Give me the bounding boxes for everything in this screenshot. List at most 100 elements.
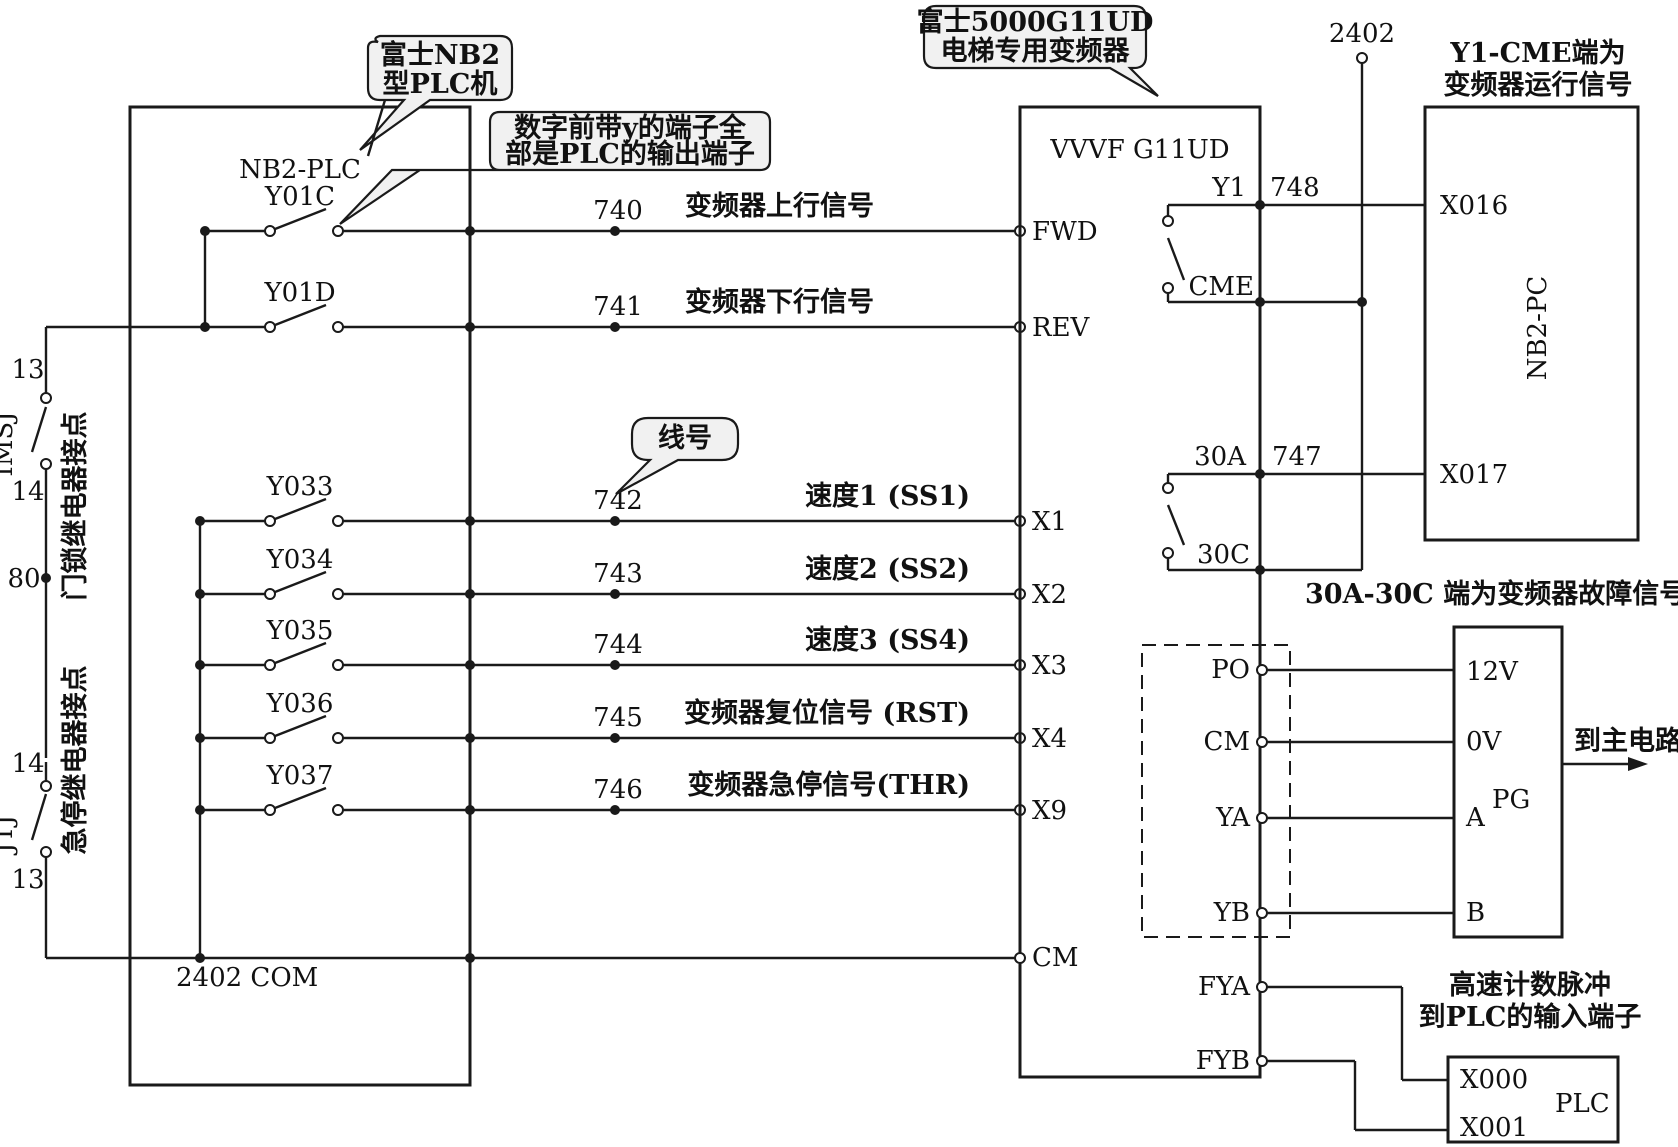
inverter-model-callout: 富士5000G11UD 电梯专用变频器 bbox=[917, 4, 1159, 97]
plc-output-terminal-label: Y01D bbox=[263, 278, 335, 308]
wire-number-label: 线号 bbox=[658, 423, 712, 454]
imsj-switch-blade bbox=[30, 406, 48, 453]
wire-number-dot bbox=[610, 589, 620, 599]
switch-right-contact bbox=[332, 588, 344, 600]
wire-number-label: 745 bbox=[593, 703, 643, 733]
node-2402-terminal bbox=[1356, 52, 1368, 64]
wire-748-label: 748 bbox=[1270, 173, 1320, 203]
nb2pc-note-line1: Y1-CME端为 bbox=[1449, 38, 1625, 69]
wire-number-dot bbox=[610, 226, 620, 236]
small-plc-x000-label: X000 bbox=[1460, 1065, 1528, 1095]
30a-label: 30A bbox=[1194, 442, 1247, 472]
wire-number-dot bbox=[610, 805, 620, 815]
small-plc-box bbox=[1446, 1055, 1620, 1144]
inverter-input-label: X3 bbox=[1032, 651, 1067, 681]
imsj-top-number: 13 bbox=[11, 355, 44, 385]
fyb-terminal bbox=[1256, 1055, 1268, 1067]
nb2pc-name: NB2-PC bbox=[1523, 276, 1553, 381]
pg-connections: PO CM YA YB bbox=[1203, 655, 1454, 928]
run-relay-blade bbox=[1166, 237, 1186, 281]
small-plc-name: PLC bbox=[1555, 1089, 1610, 1119]
signal-description-label: 变频器上行信号 bbox=[685, 190, 874, 222]
fya-terminal bbox=[1256, 981, 1268, 993]
plc-callout-pointer bbox=[366, 99, 387, 157]
imsj-top-contact bbox=[40, 392, 52, 404]
com-box-dot bbox=[465, 953, 475, 963]
pg-12v-label: 12V bbox=[1466, 657, 1519, 687]
cm2-terminal bbox=[1256, 736, 1268, 748]
switch-left-contact bbox=[264, 732, 276, 744]
box-edge-dot bbox=[465, 589, 475, 599]
jtj-description: 急停继电器接点 bbox=[59, 666, 91, 855]
node-2402-label: 2402 bbox=[1329, 19, 1395, 49]
fya-label: FYA bbox=[1198, 972, 1251, 1002]
plc-output-terminal-label: Y037 bbox=[266, 761, 334, 791]
jtj-top-contact bbox=[40, 780, 52, 792]
inverter-input-label: X4 bbox=[1032, 724, 1067, 754]
plc-model-line2: 型PLC机 bbox=[383, 69, 498, 100]
pg-b-label: B bbox=[1466, 898, 1485, 928]
switch-right-contact bbox=[332, 732, 344, 744]
plc-output-terminal-label: Y034 bbox=[266, 545, 334, 575]
imsj-bottom-number: 14 bbox=[11, 477, 44, 507]
wire-number-label: 743 bbox=[593, 559, 643, 589]
switch-blade bbox=[274, 786, 327, 810]
pg-terminal-group bbox=[1141, 644, 1291, 938]
plc-output-terminal-label: Y01C bbox=[264, 182, 335, 212]
30a-contact bbox=[1162, 482, 1174, 494]
switch-blade bbox=[274, 570, 327, 594]
po-label: PO bbox=[1211, 655, 1250, 685]
jtj-bottom-number: 13 bbox=[11, 865, 44, 895]
to-main-circuit-arrow bbox=[1628, 757, 1648, 771]
switch-blade bbox=[274, 303, 327, 327]
small-plc-x001-label: X001 bbox=[1460, 1113, 1528, 1143]
wire-number-dot bbox=[610, 516, 620, 526]
plc-output-terminal-label: Y035 bbox=[266, 616, 334, 646]
box-edge-dot bbox=[465, 516, 475, 526]
plc-model-callout: 富士NB2 型PLC机 bbox=[359, 34, 514, 151]
run-relay: Y1 CME 748 bbox=[1162, 173, 1425, 307]
node-80-label: 80 bbox=[7, 564, 40, 594]
switch-left-contact bbox=[264, 588, 276, 600]
box-edge-dot bbox=[465, 226, 475, 236]
plc-com-label: 2402 COM bbox=[176, 963, 318, 993]
wire-747-label: 747 bbox=[1272, 442, 1322, 472]
switch-left-contact bbox=[264, 515, 276, 527]
switch-right-contact bbox=[332, 659, 344, 671]
y-terminals-callout: 数字前带y的端子全 部是PLC的输出端子 bbox=[339, 110, 772, 225]
signal-description-label: 速度1 (SS1) bbox=[805, 480, 970, 512]
node-2402-loop: 2402 bbox=[1260, 19, 1395, 572]
fyb-label: FYB bbox=[1196, 1046, 1250, 1076]
wire-number-label: 744 bbox=[593, 630, 643, 660]
switch-left-contact bbox=[264, 659, 276, 671]
imsj-bottom-contact bbox=[40, 458, 52, 470]
signal-description-label: 速度3 (SS4) bbox=[805, 624, 970, 656]
inverter-cm-terminal bbox=[1014, 952, 1026, 964]
nb2pc-box bbox=[1423, 105, 1640, 542]
jtj-top-number: 14 bbox=[11, 749, 44, 779]
30c-label: 30C bbox=[1197, 540, 1250, 570]
plc-output-terminal-label: Y036 bbox=[266, 689, 334, 719]
left-relay-chain: 13 IMSJ 14 80 门锁继电器接点 14 JTJ 13 急停继电器接点 bbox=[0, 325, 1020, 960]
switch-right-contact bbox=[332, 321, 344, 333]
wire-number-dot bbox=[610, 322, 620, 332]
plc-name-label: NB2-PLC bbox=[239, 155, 361, 185]
imsj-description: 门锁继电器接点 bbox=[59, 412, 91, 601]
inverter-model-line1: 富士5000G11UD bbox=[917, 6, 1154, 38]
box-edge-dot bbox=[465, 733, 475, 743]
switch-right-contact bbox=[332, 515, 344, 527]
wire-number-label: 746 bbox=[593, 775, 643, 805]
cm2-label: CM bbox=[1203, 727, 1250, 757]
signal-description-label: 变频器复位信号 (RST) bbox=[684, 697, 970, 729]
yb-label: YB bbox=[1213, 898, 1250, 928]
switch-blade bbox=[274, 714, 327, 738]
switch-blade bbox=[274, 207, 327, 231]
po-terminal bbox=[1256, 664, 1268, 676]
com-bus-dot bbox=[195, 953, 205, 963]
switch-right-contact bbox=[332, 804, 344, 816]
inverter-cm-label: CM bbox=[1032, 943, 1079, 973]
jtj-switch-blade bbox=[30, 793, 48, 841]
ya-label: YA bbox=[1215, 803, 1251, 833]
y1-contact bbox=[1162, 215, 1174, 227]
